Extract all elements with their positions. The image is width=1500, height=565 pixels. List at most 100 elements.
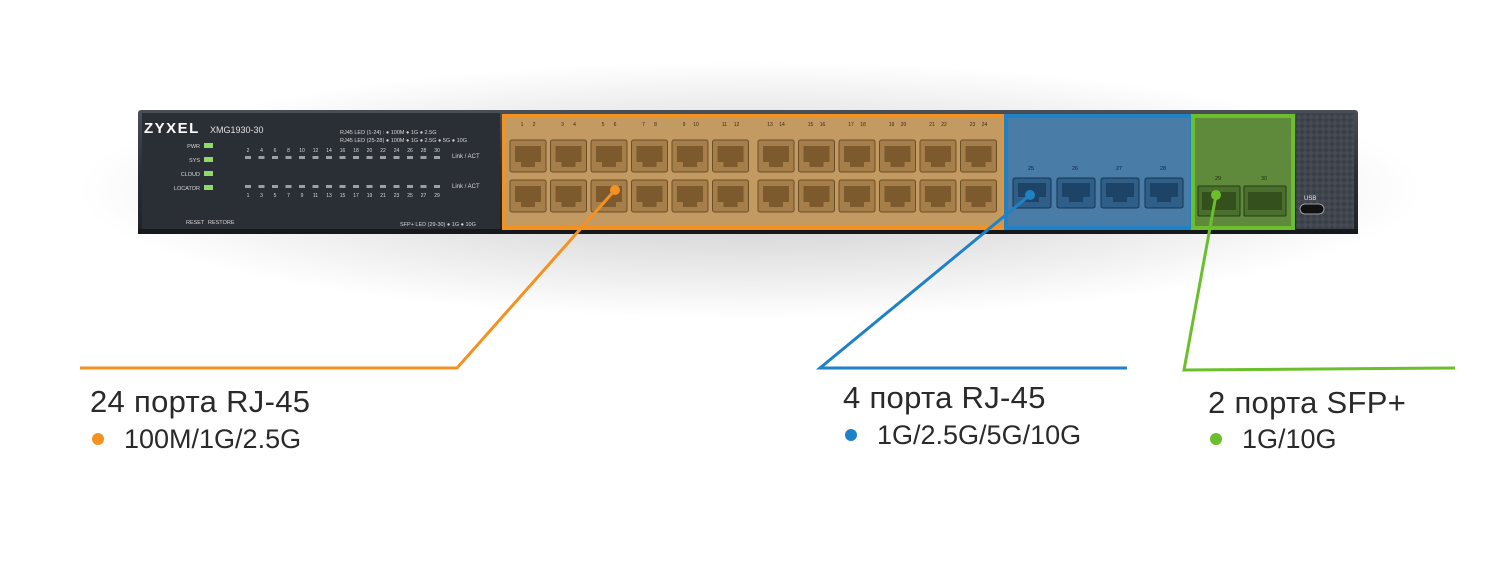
port-led-number-bottom: 15 (340, 193, 346, 199)
port-led-number-top: 24 (394, 148, 400, 154)
sfp-ports-29-30: 29 30 (1192, 114, 1294, 228)
callout-anchor-sfp (1211, 190, 1221, 200)
port-led (285, 156, 292, 159)
group-speed-rj45-4: 1G/2.5G/5G/10G (845, 420, 1081, 451)
port-led-number-top: 12 (313, 148, 319, 154)
rj45-port-number: 22 (941, 122, 947, 128)
port-led (366, 185, 373, 188)
rj45-port-number: 17 (848, 122, 854, 128)
group-frame-sfp (1191, 114, 1295, 230)
rj45-port-socket (515, 186, 541, 207)
rj45-port-socket (803, 186, 830, 207)
port-led (380, 156, 386, 159)
port-led-number-bottom: 5 (274, 193, 277, 199)
group-speed-text-rj45-24: 100M/1G/2.5G (124, 424, 302, 454)
port-led (258, 156, 265, 159)
port-led-number-top: 6 (274, 148, 277, 154)
group-speed-text-sfp: 1G/10G (1242, 424, 1337, 454)
rj45-port-number: 6 (614, 122, 617, 128)
mgig-port-number: 28 (1160, 166, 1166, 172)
rj45-port-number: 15 (808, 122, 814, 128)
bullet-dot-blue (845, 428, 857, 441)
port-led-number-bottom: 13 (326, 193, 332, 199)
port-led-number-top: 30 (434, 148, 440, 154)
callout-anchor-rj45-24 (610, 185, 620, 195)
group-title-rj45-24: 24 порта RJ-45 (90, 384, 311, 419)
rj45-port-number: 14 (779, 122, 785, 128)
chassis-mesh-left (142, 113, 500, 231)
bullet-dot-orange (92, 432, 104, 445)
group-title-rj45-4: 4 порта RJ-45 (843, 380, 1046, 415)
rj45-port-socket (677, 146, 703, 167)
rj45-port-number: 24 (982, 122, 988, 128)
port-led-number-top: 22 (380, 148, 386, 154)
port-led-number-bottom: 19 (367, 193, 373, 199)
rj45-port-number: 5 (602, 122, 605, 128)
port-led (434, 156, 440, 159)
group-title-sfp: 2 порта SFP+ (1208, 385, 1407, 420)
port-led (312, 185, 319, 188)
usb-label: USB (1304, 196, 1316, 202)
usb-c-port (1299, 203, 1325, 215)
legend-sfp: SFP+ LED (29-30) ● 1G ● 10G (400, 222, 476, 228)
rj45-port-number: 23 (970, 122, 976, 128)
sfp-port-slot (1202, 192, 1236, 210)
bullet-dot-green (1210, 432, 1222, 445)
callout-line-rj45-24 (80, 189, 617, 370)
rj45-port-socket (803, 146, 830, 167)
status-led-label: PWR (187, 144, 200, 150)
port-led (258, 185, 265, 188)
port-led (299, 156, 305, 159)
rj45-port-number: 21 (929, 122, 935, 128)
mgig-block-bg (1005, 114, 1191, 228)
rj45-port-number: 12 (734, 122, 740, 128)
rj45-port-number: 18 (860, 122, 866, 128)
port-led-number-top: 16 (340, 148, 346, 154)
link-act-label-top: Link / ACT (452, 154, 480, 160)
rj45-port-socket (884, 186, 911, 207)
rj45-port-socket (636, 186, 663, 207)
sfp-port-slot (1248, 192, 1282, 210)
sfp-port-number: 30 (1261, 176, 1267, 182)
port-led (393, 156, 400, 159)
sfp-port-number: 29 (1215, 176, 1221, 182)
restore-button-label: RESTORE (208, 220, 235, 226)
rj45-port-number: 19 (889, 122, 895, 128)
port-led (393, 185, 400, 188)
legend-rj45-1-24: RJ45 LED (1-24) : ● 100M ● 1G ● 2.5G (340, 130, 436, 136)
link-act-label-bottom: Link / ACT (452, 184, 480, 190)
port-led-number-bottom: 1 (247, 193, 250, 199)
port-led (407, 185, 413, 188)
rj45-port-socket (844, 146, 870, 167)
status-led-indicator (204, 157, 213, 162)
port-led-number-top: 26 (407, 148, 413, 154)
port-led-number-bottom: 25 (407, 193, 413, 199)
group-speed-rj45-24: 100M/1G/2.5G (92, 424, 301, 455)
rj45-port-socket (555, 146, 582, 167)
model-label: XMG1930-30 (210, 125, 264, 135)
port-led (420, 185, 427, 188)
rj45-port-number: 8 (654, 122, 657, 128)
rj45-port-socket (763, 146, 789, 167)
group-speed-sfp: 1G/10G (1210, 424, 1337, 455)
status-led-indicator (204, 185, 213, 190)
port-led-number-bottom: 29 (434, 193, 440, 199)
rj45-port-number: 11 (722, 122, 727, 128)
rj45-port-socket (717, 146, 744, 167)
port-led (420, 156, 427, 159)
legend-rj45-25-28: RJ45 LED (25-28) ● 100M ● 1G ● 2.5G ● 5G… (340, 138, 467, 144)
rj45-port-socket (884, 146, 911, 167)
port-led (285, 185, 292, 188)
port-led-number-top: 4 (260, 148, 263, 154)
rj45-port-number: 2 (533, 122, 536, 128)
port-led (312, 156, 319, 159)
status-led-label: CLOUD (181, 172, 200, 178)
port-led-number-bottom: 11 (313, 193, 318, 199)
rj45-port-socket (965, 186, 992, 207)
rj45-port-number: 10 (693, 122, 699, 128)
